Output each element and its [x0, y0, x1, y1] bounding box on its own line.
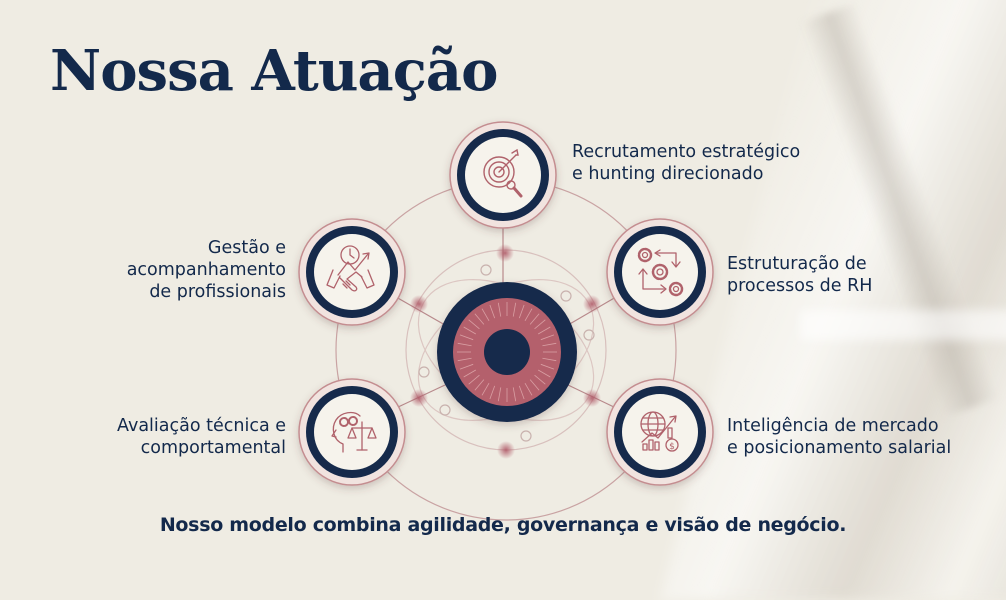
node-hr-processes — [606, 218, 714, 326]
label-line: processos de RH — [727, 276, 873, 296]
label-line: comportamental — [140, 438, 286, 458]
svg-text:$: $ — [669, 442, 675, 452]
junction-dots — [410, 244, 601, 459]
label-line: Avaliação técnica e — [117, 416, 286, 436]
label-line: e posicionamento salarial — [727, 438, 952, 458]
service-label-hr-processes: Estruturação de processos de RH — [727, 253, 872, 297]
footer-tagline: Nosso modelo combina agilidade, governan… — [159, 514, 847, 536]
service-label-market-intelligence: Inteligência de mercado e posicionamento… — [727, 415, 951, 459]
service-label-management: Gestão e acompanhamento de profissionais — [127, 237, 286, 303]
service-label-assessment: Avaliação técnica e comportamental — [117, 415, 286, 459]
services-diagram: $ — [298, 121, 714, 521]
target-magnifier-icon — [483, 148, 523, 198]
label-line: Inteligência de mercado — [727, 416, 939, 436]
label-line: Estruturação de — [727, 254, 867, 274]
head-gears-scale-icon — [331, 411, 377, 453]
label-line: Gestão e — [207, 238, 286, 258]
gears-arrows-process-icon — [637, 247, 684, 297]
node-management — [298, 218, 406, 326]
node-market-intelligence — [606, 378, 714, 486]
label-line: acompanhamento — [126, 260, 286, 280]
page-title: Nossa Atuação — [50, 38, 498, 104]
handshake-clock-growth-icon — [326, 245, 375, 292]
node-assessment — [298, 378, 406, 486]
radial-target-hub-icon — [437, 282, 577, 422]
label-line: e hunting direcionado — [572, 164, 764, 184]
label-line: Recrutamento estratégico — [572, 142, 801, 162]
globe-chart-dollar-icon: $ — [640, 411, 679, 452]
label-line: de profissionais — [149, 282, 286, 302]
service-label-recruitment: Recrutamento estratégico e hunting direc… — [572, 141, 800, 185]
